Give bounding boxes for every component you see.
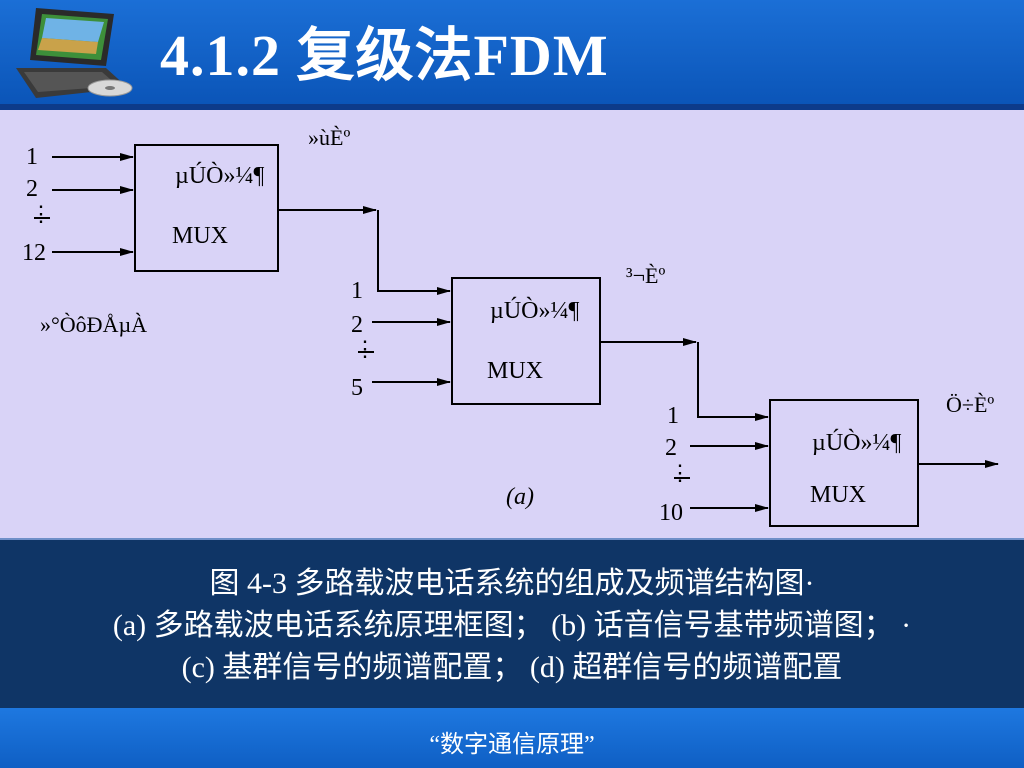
mux-block-2 — [451, 277, 601, 405]
stage-1-input-2: 2 — [26, 176, 38, 202]
mux-hierarchy-diagram: µÚÒ»¼¶ MUX 1 2 ⋮ 12 »ùÈº »°ÒôÐÅµÀ µÚÒ»¼¶… — [22, 125, 999, 527]
stage-3-input-2: 2 — [665, 435, 677, 461]
caption-line-3: (c) 基群信号的频谱配置； (d) 超群信号的频谱配置 — [181, 651, 843, 684]
stage-2-input-dots: ⋮ — [354, 336, 376, 361]
stage-1-side-label: »°ÒôÐÅµÀ — [40, 312, 147, 337]
header-divider — [0, 104, 1024, 110]
caption-line-2: (a) 多路载波电话系统原理框图； (b) 话音信号基带频谱图； · — [112, 609, 912, 642]
stage-1-input-1: 1 — [26, 144, 38, 170]
stage-3-input-last: 10 — [659, 500, 683, 526]
stage-3-input-dots: ⋮ — [669, 460, 691, 485]
stage-1-input-last: 12 — [22, 240, 46, 266]
caption-panel: 图 4-3 多路载波电话系统的组成及频谱结构图· (a) 多路载波电话系统原理框… — [0, 538, 1024, 708]
mux-block-3-bottom: MUX — [810, 482, 866, 508]
stage-1: µÚÒ»¼¶ MUX 1 2 ⋮ 12 »ùÈº »°ÒôÐÅµÀ — [22, 125, 350, 337]
stage-3-name: Ö÷Èº — [946, 392, 994, 417]
mux-block-1 — [134, 144, 279, 272]
stage-1-input-dots: ⋮ — [30, 201, 52, 226]
mux-block-2-top: µÚÒ»¼¶ — [490, 297, 579, 324]
connector-2-path — [697, 342, 769, 421]
stage-2-input-2: 2 — [351, 312, 363, 338]
slide-title: 4.1.2 复级法FDM — [160, 23, 609, 88]
stage-1-name: »ùÈº — [308, 125, 350, 150]
mux-block-2-bottom: MUX — [487, 358, 543, 384]
stage-3: µÚÒ»¼¶ MUX 1 2 ⋮ 10 Ö÷Èº — [659, 392, 999, 527]
stage-2-input-1: 1 — [351, 278, 363, 304]
stage-2-input-last: 5 — [351, 375, 363, 401]
diagram-label-a: (a) — [506, 484, 534, 510]
mux-block-3-top: µÚÒ»¼¶ — [812, 429, 901, 456]
stage-2-name: ³¬Èº — [626, 263, 665, 288]
mux-block-1-top: µÚÒ»¼¶ — [175, 162, 264, 189]
footer-text: “数字通信原理” — [429, 732, 595, 758]
laptop-icon — [16, 8, 133, 98]
caption-line-1: 图 4-3 多路载波电话系统的组成及频谱结构图· — [209, 567, 815, 600]
mux-block-1-bottom: MUX — [172, 223, 228, 249]
stage-2: µÚÒ»¼¶ MUX 1 2 ⋮ 5 ³¬Èº — [351, 263, 665, 405]
slide-footer: “数字通信原理” — [0, 708, 1024, 768]
diagram-panel: µÚÒ»¼¶ MUX 1 2 ⋮ 12 »ùÈº »°ÒôÐÅµÀ µÚÒ»¼¶… — [0, 110, 1024, 538]
connector-1-path — [377, 210, 451, 295]
stage-3-input-1: 1 — [667, 403, 679, 429]
slide-header: 4.1.2 复级法FDM — [0, 0, 1024, 104]
